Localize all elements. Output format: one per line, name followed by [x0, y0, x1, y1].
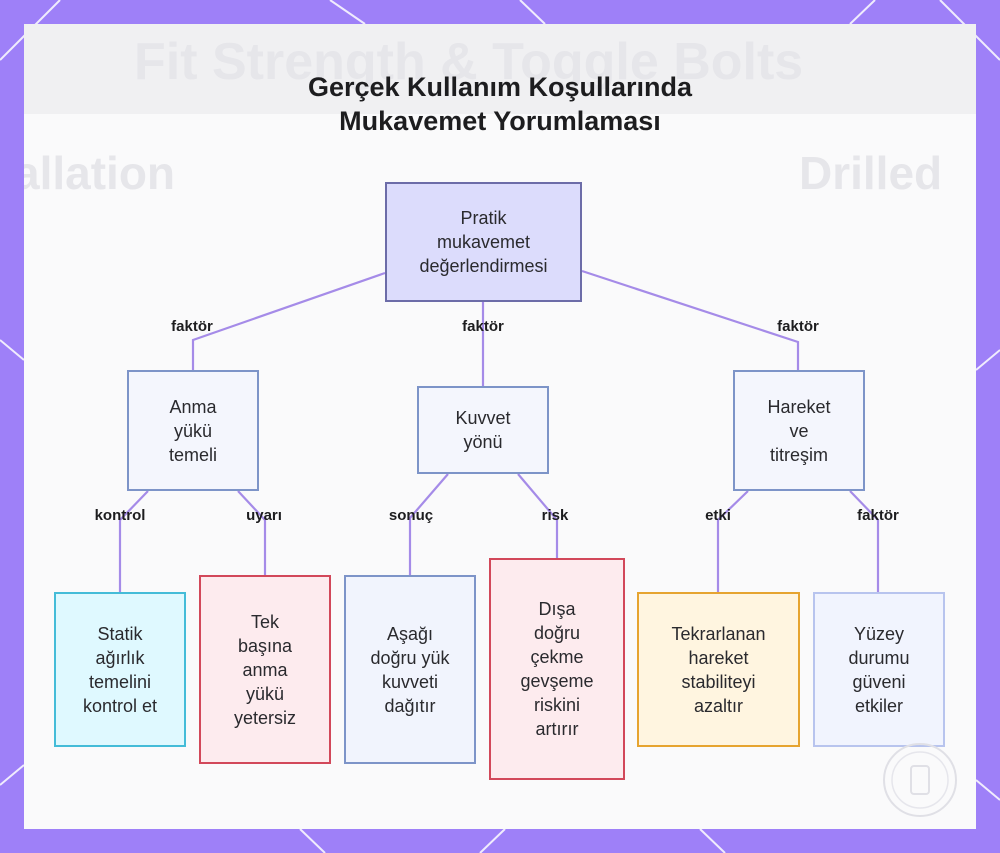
- node-text-line: Statik: [83, 622, 157, 646]
- node-text-line: temelini: [83, 670, 157, 694]
- node-text-line: Aşağı: [370, 622, 449, 646]
- edge-root-hareket: [582, 271, 798, 370]
- node-text-line: mukavemet: [419, 230, 547, 254]
- node-text-line: etkiler: [848, 694, 909, 718]
- edge-label-root-anma: faktör: [171, 318, 213, 335]
- node-text-line: ağırlık: [83, 646, 157, 670]
- edge-root-anma: [193, 273, 385, 370]
- node-text-line: başına: [234, 634, 296, 658]
- edge-label-root-hareket: faktör: [777, 318, 819, 335]
- node-text-line: kuvveti: [370, 670, 449, 694]
- edge-label-hareket-tekrar: etki: [705, 507, 731, 524]
- node-text-line: anma: [234, 658, 296, 682]
- node-text-line: yükü: [169, 419, 217, 443]
- node-text-line: Yüzey: [848, 622, 909, 646]
- node-text-line: temeli: [169, 443, 217, 467]
- node-text-line: durumu: [848, 646, 909, 670]
- node-text-line: hareket: [671, 646, 765, 670]
- node-text-line: kontrol et: [83, 694, 157, 718]
- node-text-line: yükü: [234, 682, 296, 706]
- node-text-line: stabiliteyi: [671, 670, 765, 694]
- node-text-line: çekme: [520, 645, 593, 669]
- node-text-line: Tek: [234, 610, 296, 634]
- node-text-line: dağıtır: [370, 694, 449, 718]
- edge-label-kuvvet-asagi: sonuç: [389, 507, 433, 524]
- node-text-line: Tekrarlanan: [671, 622, 765, 646]
- edge-label-kuvvet-disa: risk: [542, 507, 569, 524]
- watermark-badge-icon: [880, 740, 960, 820]
- node-text-line: azaltır: [671, 694, 765, 718]
- node-text-line: gevşeme: [520, 669, 593, 693]
- node-text-line: Dışa: [520, 597, 593, 621]
- edge-kuvvet-asagi: [410, 474, 448, 575]
- node-text-line: güveni: [848, 670, 909, 694]
- edge-label-hareket-yuzey: faktör: [857, 507, 899, 524]
- edge-label-anma-statik: kontrol: [95, 507, 146, 524]
- node-text-line: artırır: [520, 717, 593, 741]
- edge-label-anma-tek: uyarı: [246, 507, 282, 524]
- node-text-line: doğru: [520, 621, 593, 645]
- node-text-line: doğru yük: [370, 646, 449, 670]
- node-text-line: yönü: [455, 430, 510, 454]
- node-text-line: Pratik: [419, 206, 547, 230]
- node-text-line: Anma: [169, 395, 217, 419]
- node-text-line: değerlendirmesi: [419, 254, 547, 278]
- node-text-line: ve: [767, 419, 830, 443]
- node-text-line: Kuvvet: [455, 406, 510, 430]
- node-text-line: riskini: [520, 693, 593, 717]
- edge-label-root-kuvvet: faktör: [462, 318, 504, 335]
- node-text-line: titreşim: [767, 443, 830, 467]
- node-text-line: yetersiz: [234, 706, 296, 730]
- node-text-line: Hareket: [767, 395, 830, 419]
- edge-anma-tek: [238, 491, 265, 575]
